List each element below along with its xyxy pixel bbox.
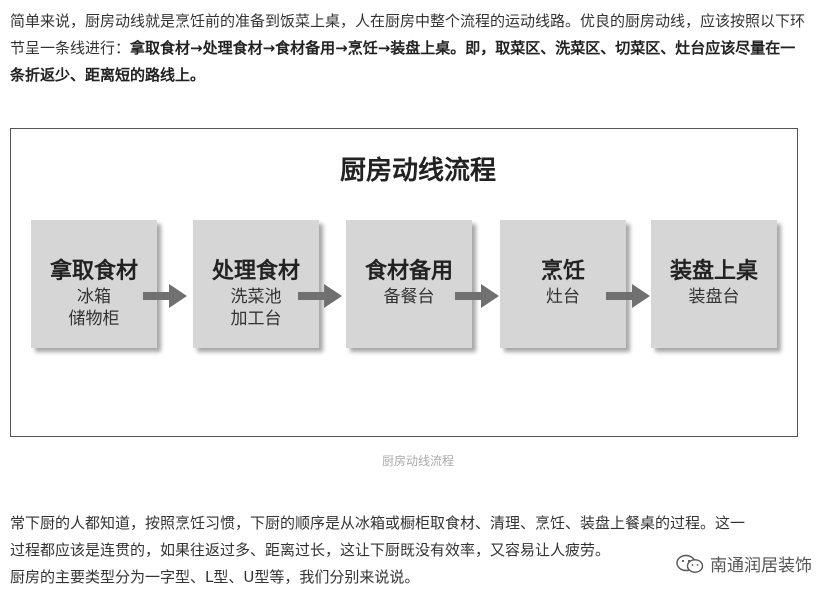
step-sub: 冰箱 xyxy=(77,287,111,307)
step-sub: 灶台 xyxy=(546,287,580,307)
intro-paragraph: 简单来说，厨房动线就是烹饪前的准备到饭菜上桌，人在厨房中整个流程的运动线路。优良… xyxy=(10,8,810,89)
intro-bold-text: 拿取食材→处理食材→食材备用→烹饪→装盘上桌。即，取菜区、洗菜区、切菜区、灶台应… xyxy=(10,39,796,84)
arrow-right-icon xyxy=(143,284,187,308)
step-sub: 装盘台 xyxy=(688,287,740,307)
step-sub: 储物柜 xyxy=(68,309,120,329)
flow-step-4: 烹饪 灶台 xyxy=(500,220,626,348)
image-caption: 厨房动线流程 xyxy=(381,454,454,468)
body-line-3: 厨房的主要类型分为一字型、L型、U型等，我们分别来说说。 xyxy=(10,568,420,586)
step-sub: 洗菜池 xyxy=(230,287,282,307)
step-title: 食材备用 xyxy=(364,259,453,284)
watermark-text: 南通润居装饰 xyxy=(710,556,812,576)
arrow-right-icon xyxy=(298,284,342,308)
step-title: 处理食材 xyxy=(211,259,300,284)
diagram-title: 厨房动线流程 xyxy=(339,156,496,186)
step-title: 烹饪 xyxy=(540,259,585,284)
intro-plain-text: 简单来说，厨房动线就是烹饪前的准备到饭菜上桌，人在厨房中整个流程的运动线路。优良… xyxy=(10,12,806,57)
step-title: 装盘上桌 xyxy=(669,259,758,284)
arrow-right-icon xyxy=(606,284,650,308)
flow-step-5: 装盘上桌 装盘台 xyxy=(651,220,777,348)
flow-step-2: 处理食材 洗菜池 加工台 xyxy=(193,220,319,348)
arrow-right-icon xyxy=(455,284,499,308)
flow-step-1: 拿取食材 冰箱 储物柜 xyxy=(31,220,157,348)
watermark: 南通润居装饰 xyxy=(676,551,812,576)
step-title: 拿取食材 xyxy=(49,259,138,284)
flow-step-3: 食材备用 备餐台 xyxy=(346,220,472,348)
body-paragraph: 常下厨的人都知道，按照烹饪习惯，下厨的顺序是从冰箱或橱柜取食材、清理、烹饪、装盘… xyxy=(10,510,810,591)
body-line-1: 常下厨的人都知道，按照烹饪习惯，下厨的顺序是从冰箱或橱柜取食材、清理、烹饪、装盘… xyxy=(10,514,746,532)
step-sub: 加工台 xyxy=(230,309,282,329)
wechat-icon xyxy=(676,554,704,573)
body-line-2: 过程都应该是连贯的，如果往返过多、距离过长，这让下厨既没有效率，又容易让人疲劳。 xyxy=(10,541,611,559)
step-sub: 备餐台 xyxy=(383,287,435,307)
